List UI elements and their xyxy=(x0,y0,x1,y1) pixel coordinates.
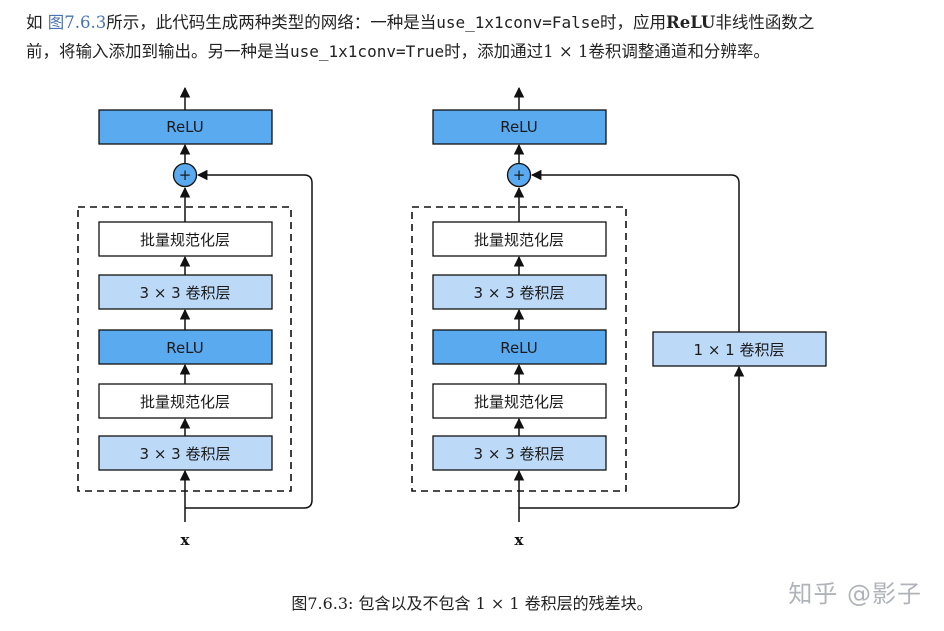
right-relu-mid-box xyxy=(432,329,607,365)
left-relu-top-label: ReLU xyxy=(166,118,204,136)
left-conv-bottom-box xyxy=(98,435,273,471)
right-relu-mid-label: ReLU xyxy=(500,339,538,357)
code-false: use_1x1conv=False xyxy=(436,13,600,32)
watermark: 知乎 @影子 xyxy=(788,580,922,608)
intro-paragraph: 如 图7.6.3所示，此代码生成两种类型的网络：一种是当use_1x1conv=… xyxy=(26,8,926,66)
figure-caption: 图7.6.3: 包含以及不包含 1 × 1 卷积层的残差块。 xyxy=(291,594,653,613)
left-residual-block: ReLU + 批量规范化层 3 × 3 卷积层 ReLU 批量规范化层 3 × … xyxy=(77,86,313,549)
intro-text: 时，应用 xyxy=(600,13,666,32)
right-bn-top-box xyxy=(432,221,607,257)
right-bn-bottom-box xyxy=(432,383,607,419)
left-skip-connection xyxy=(185,169,313,509)
right-residual-block: ReLU + 批量规范化层 3 × 3 卷积层 ReLU 批量规范化层 3 × … xyxy=(411,86,827,549)
right-input-label: x xyxy=(515,531,525,549)
left-conv-top-box xyxy=(98,274,273,310)
left-plus-label: + xyxy=(179,166,192,184)
code-true: use_1x1conv=True xyxy=(290,42,445,61)
intro-text: 时，添加通过1 × 1卷积调整通道和分辨率。 xyxy=(444,42,770,61)
left-bn-top-label: 批量规范化层 xyxy=(140,231,230,249)
intro-text: 前，将输入添加到输出。另一种是当 xyxy=(26,42,290,61)
right-conv1x1-label: 1 × 1 卷积层 xyxy=(694,341,785,359)
intro-prefix: 如 xyxy=(26,13,48,32)
right-plus-label: + xyxy=(513,166,526,184)
right-skip-to-conv1x1 xyxy=(519,365,745,509)
left-input-label: x xyxy=(181,531,191,549)
right-conv-bottom-label: 3 × 3 卷积层 xyxy=(474,445,565,463)
left-bn-bottom-box xyxy=(98,383,273,419)
right-conv1x1-to-plus xyxy=(530,169,740,332)
right-conv-top-label: 3 × 3 卷积层 xyxy=(474,284,565,302)
left-plus-node xyxy=(172,162,198,188)
right-bn-bottom-label: 批量规范化层 xyxy=(474,393,564,411)
intro-text: 所示，此代码生成两种类型的网络：一种是当 xyxy=(106,13,437,32)
left-conv-bottom-label: 3 × 3 卷积层 xyxy=(140,445,231,463)
right-conv-top-box xyxy=(432,274,607,310)
right-conv1x1-box xyxy=(652,331,827,367)
intro-text: 非线性函数之 xyxy=(715,13,815,32)
right-conv-bottom-box xyxy=(432,435,607,471)
left-bn-top-box xyxy=(98,221,273,257)
left-bn-bottom-label: 批量规范化层 xyxy=(140,393,230,411)
figure-link[interactable]: 图7.6.3 xyxy=(47,13,107,32)
intro-line-2: 前，将输入添加到输出。另一种是当use_1x1conv=True时，添加通过1 … xyxy=(26,37,926,66)
right-bn-top-label: 批量规范化层 xyxy=(474,231,564,249)
right-relu-top-label: ReLU xyxy=(500,118,538,136)
intro-line-1: 如 图7.6.3所示，此代码生成两种类型的网络：一种是当use_1x1conv=… xyxy=(26,8,926,37)
left-relu-mid-box xyxy=(98,329,273,365)
relu-term: ReLU xyxy=(666,13,716,32)
right-relu-top-box xyxy=(432,109,607,145)
right-plus-node xyxy=(506,162,532,188)
left-conv-top-label: 3 × 3 卷积层 xyxy=(140,284,231,302)
left-relu-mid-label: ReLU xyxy=(166,339,204,357)
